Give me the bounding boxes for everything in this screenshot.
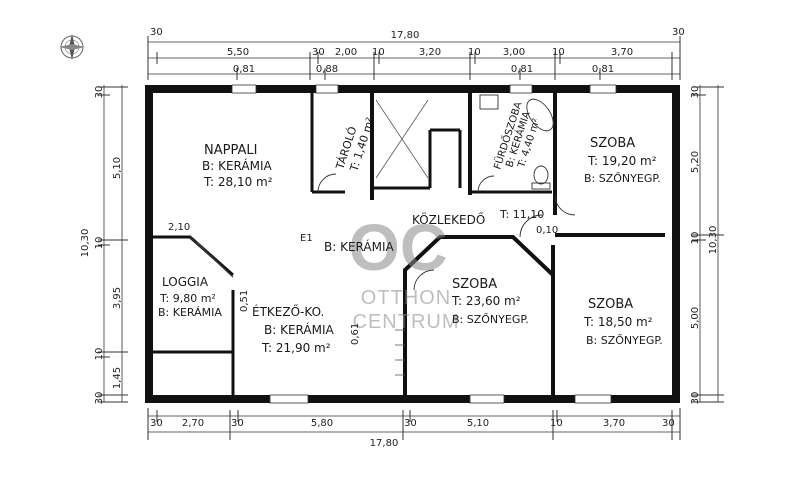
top-dim-0: 30: [150, 27, 163, 38]
room-name: SZOBA: [588, 297, 633, 312]
top-dim-9: 3,70: [611, 47, 633, 58]
room-name: ÉTKEZŐ-KO.: [252, 304, 324, 319]
right-dim-4: 30: [690, 392, 701, 405]
bottom-dim-2: 30: [231, 418, 244, 429]
bottom-dim-3: 5,80: [311, 418, 333, 429]
room-floor: B: SZŐNYEGP.: [452, 312, 529, 326]
left-dim-5: 1,45: [112, 367, 123, 389]
bottom-total-dimension: 17,80: [370, 438, 399, 449]
dimension-lines: [98, 36, 724, 440]
top-opening-3: 0,81: [592, 64, 614, 75]
top-opening-1: 0,88: [316, 64, 338, 75]
left-dim-1: 5,10: [112, 157, 123, 179]
right-dim-3: 5,00: [690, 307, 701, 329]
left-dim-0: 30: [94, 86, 105, 99]
left-dim-2: 10: [94, 237, 105, 250]
otthon-centrum-watermark: OC OTTHON CENTRUM: [349, 210, 460, 333]
room-floor: B: SZŐNYEGP.: [586, 333, 663, 347]
left-total-dimension: 10,30: [80, 229, 91, 258]
room-loggia: LOGGIA T: 9,80 m² B: KERÁMIA: [158, 275, 222, 319]
room-furdo: FÜRDŐSZOBA B: KERÁMIA T: 4,40 m²: [490, 100, 543, 171]
room-area: T: 11,10: [499, 208, 544, 221]
bottom-dim-5: 5,10: [467, 418, 489, 429]
bottom-dimensions: 30 2,70 30 5,80 30 5,10 10 3,70 30 17,80: [150, 418, 675, 449]
right-dimensions: 30 5,20 10 5,00 30 10,30: [690, 86, 719, 405]
room-area: T: 18,50 m²: [583, 315, 653, 329]
room-area: T: 21,90 m²: [261, 341, 331, 355]
watermark-line1: OTTHON: [361, 287, 451, 309]
room-floor: B: KERÁMIA: [264, 322, 334, 337]
bottom-dim-8: 30: [662, 418, 675, 429]
room-floor: B: KERÁMIA: [158, 306, 222, 319]
top-opening-0: 0,81: [233, 64, 255, 75]
room-nappali: NAPPALI B: KERÁMIA T: 28,10 m²: [202, 143, 273, 189]
stair-shaft: [375, 99, 429, 376]
watermark-logo: OC: [349, 210, 448, 284]
left-dim-3: 3,95: [112, 287, 123, 309]
doors: [189, 173, 576, 291]
room-name: SZOBA: [590, 136, 635, 151]
bottom-dim-4: 30: [404, 418, 417, 429]
room-floor: B: SZŐNYEGP.: [584, 171, 661, 185]
bottom-dim-7: 3,70: [603, 418, 625, 429]
top-dim-2: 30: [312, 47, 325, 58]
inner-note-0: 2,10: [168, 222, 190, 233]
top-dim-10: 30: [672, 27, 685, 38]
room-area: T: 28,10 m²: [203, 175, 273, 189]
inner-note-4: E1: [300, 233, 313, 244]
room-area: T: 23,60 m²: [451, 294, 521, 308]
room-floor: B: KERÁMIA: [324, 239, 394, 254]
room-szoba-2: SZOBA T: 23,60 m² B: SZŐNYEGP.: [451, 277, 529, 326]
top-dim-5: 3,20: [419, 47, 441, 58]
left-dimensions: 30 5,10 10 3,95 10 1,45 30 10,30: [80, 86, 123, 405]
room-floor: B: KERÁMIA: [202, 158, 272, 173]
top-dimensions: 17,80 30 5,50 30 2,00 10 3,20 10 3,00 10…: [150, 27, 685, 75]
room-name: SZOBA: [452, 277, 497, 292]
inner-note-1: 0,51: [239, 290, 250, 312]
bottom-dim-0: 30: [150, 418, 163, 429]
inner-note-3: 0,10: [536, 225, 558, 236]
room-name: LOGGIA: [162, 275, 209, 289]
interior-walls: [149, 93, 665, 395]
top-dim-3: 2,00: [335, 47, 357, 58]
right-total-dimension: 10,30: [708, 226, 719, 255]
room-etkezo: ÉTKEZŐ-KO. B: KERÁMIA T: 21,90 m²: [252, 304, 334, 355]
windows: [231, 84, 617, 404]
top-dim-7: 3,00: [503, 47, 525, 58]
room-kozlekedo: KÖZLEKEDŐ T: 11,10 B: KERÁMIA: [324, 208, 544, 254]
compass-rose-icon: [59, 34, 85, 60]
room-name: KÖZLEKEDŐ: [412, 211, 485, 227]
top-total-dimension: 17,80: [391, 30, 420, 41]
left-dim-4: 10: [94, 348, 105, 361]
top-dim-6: 10: [468, 47, 481, 58]
room-szoba-3: SZOBA T: 18,50 m² B: SZŐNYEGP.: [583, 297, 663, 347]
top-opening-2: 0,81: [511, 64, 533, 75]
room-name: NAPPALI: [204, 143, 257, 158]
top-dim-8: 10: [552, 47, 565, 58]
room-szoba-1: SZOBA T: 19,20 m² B: SZŐNYEGP.: [584, 136, 661, 185]
inner-notes: 2,10 0,51 0,61 0,10 E1: [168, 222, 558, 345]
right-dim-2: 10: [690, 232, 701, 245]
top-dim-1: 5,50: [227, 47, 249, 58]
room-area: T: 19,20 m²: [587, 154, 657, 168]
bathroom-fixtures: [479, 94, 554, 190]
watermark-line2: CENTRUM: [353, 311, 460, 333]
right-dim-0: 30: [690, 86, 701, 99]
bottom-dim-1: 2,70: [182, 418, 204, 429]
room-area: T: 9,80 m²: [159, 292, 216, 305]
bottom-dim-6: 10: [550, 418, 563, 429]
right-dim-1: 5,20: [690, 151, 701, 173]
left-dim-6: 30: [94, 392, 105, 405]
exterior-walls: [145, 85, 680, 403]
top-dim-4: 10: [372, 47, 385, 58]
inner-note-2: 0,61: [350, 323, 361, 345]
